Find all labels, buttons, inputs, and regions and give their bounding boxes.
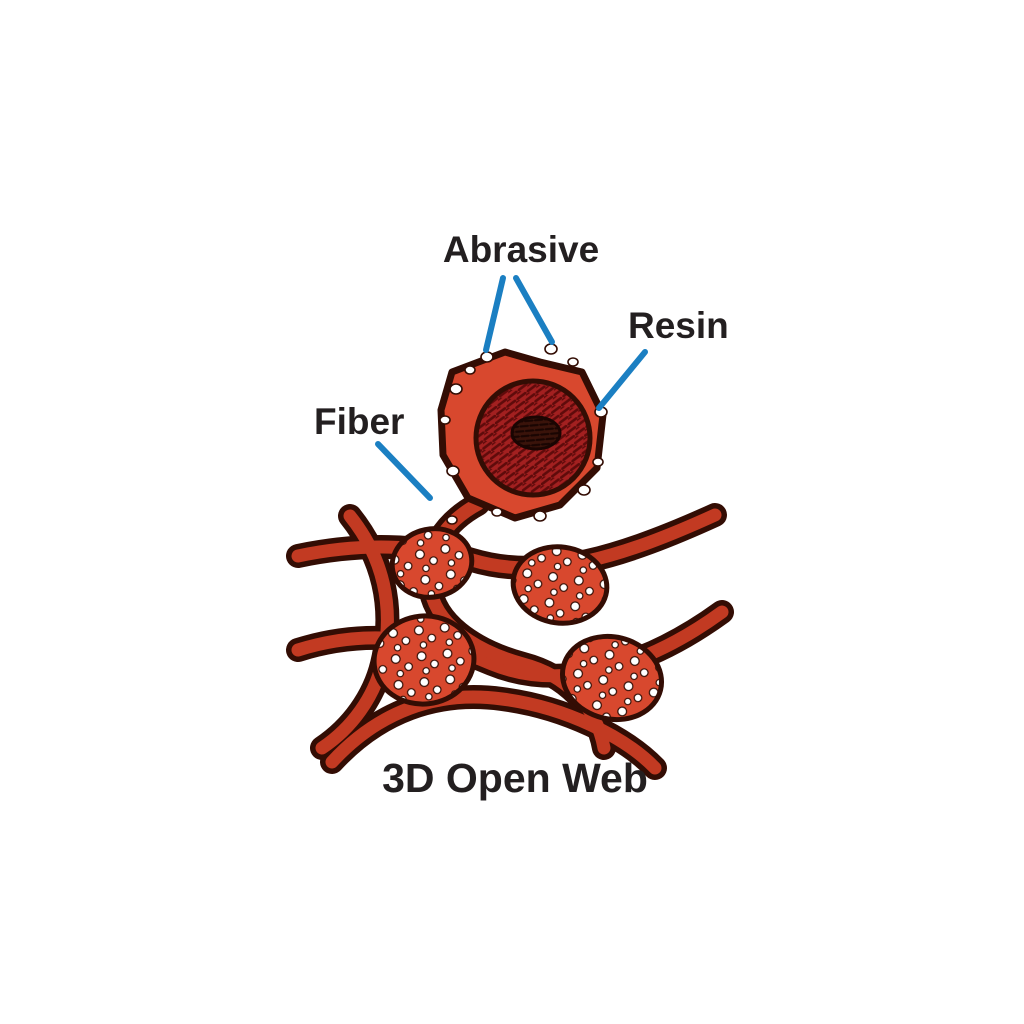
abrasive-nodule	[371, 613, 477, 707]
abrasive-label: Abrasive	[443, 229, 599, 270]
fiber-web	[286, 492, 734, 780]
resin-leader-line	[596, 349, 648, 411]
abrasive-grain	[446, 465, 460, 477]
fiber-label: Fiber	[314, 401, 404, 442]
abrasive-nodule	[510, 544, 610, 626]
abrasive-grain	[592, 457, 604, 467]
abrasive-grain	[446, 515, 458, 525]
abrasive-grain	[577, 484, 591, 496]
abrasive-grain	[533, 510, 547, 522]
abrasive-nodule	[389, 526, 475, 600]
resin-label: Resin	[628, 305, 729, 346]
abrasive-nodules	[371, 526, 665, 723]
fiber-strand-core	[291, 605, 729, 683]
abrasive-nodule	[559, 633, 665, 723]
abrasive-grain	[449, 383, 463, 395]
abrasive-grain	[567, 357, 579, 367]
fiber-leader-line	[375, 441, 433, 501]
caption: 3D Open Web	[382, 755, 648, 801]
abrasive-leader-line-right	[513, 275, 555, 345]
abrasive-leader-line-left	[483, 275, 506, 353]
fiber-strand-core	[325, 690, 662, 775]
abrasive-grain	[491, 507, 503, 517]
abrasive-grain	[439, 415, 451, 425]
abrasive-grain	[464, 365, 476, 375]
fiber-strand-core	[291, 508, 722, 575]
fiber-core	[510, 415, 562, 451]
fiber-cross-section	[437, 343, 608, 525]
abrasive-grain	[544, 343, 558, 355]
abrasive-grain	[480, 351, 494, 363]
leader-lines	[375, 275, 648, 501]
